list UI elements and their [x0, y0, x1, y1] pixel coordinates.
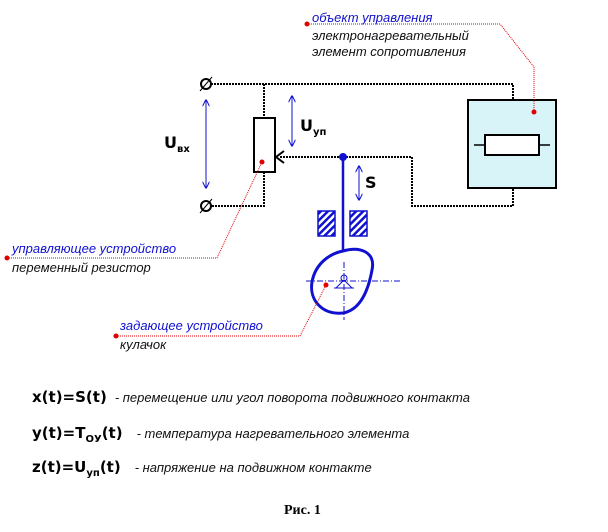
- guide-right: [349, 210, 368, 237]
- circuit-wires: [211, 83, 514, 207]
- equation-x: x(t)=S(t)- перемещение или угол поворота…: [32, 388, 470, 406]
- cam: [310, 247, 375, 315]
- object-line2: элемент сопротивления: [312, 44, 466, 59]
- u-up-label: Uуп: [300, 116, 327, 139]
- potentiometer: [253, 117, 276, 173]
- input-terminal-bottom: [199, 198, 213, 214]
- setter-title: задающее устройство: [120, 318, 263, 333]
- control-desc: переменный резистор: [12, 260, 151, 275]
- u-in-label: Uвх: [164, 133, 190, 156]
- heater-resistor: [484, 134, 540, 156]
- leader-lines: [7, 23, 535, 337]
- equation-z: z(t)=Uуп(t)- напряжение на подвижном кон…: [32, 458, 372, 479]
- equation-y: y(t)=TОУ(t)- температура нагревательного…: [32, 424, 410, 445]
- wiper-arrow: [274, 150, 285, 164]
- object-line1: электронагревательный: [312, 28, 469, 43]
- control-title: управляющее устройство: [12, 241, 177, 256]
- guide-left: [317, 210, 336, 237]
- object-title: объект управления: [312, 10, 433, 25]
- input-terminal-top: [199, 76, 213, 92]
- figure-caption: Рис. 1: [284, 503, 321, 518]
- s-label: S: [365, 173, 377, 192]
- cam-mechanism: [306, 153, 400, 320]
- setter-desc: кулачок: [120, 337, 167, 352]
